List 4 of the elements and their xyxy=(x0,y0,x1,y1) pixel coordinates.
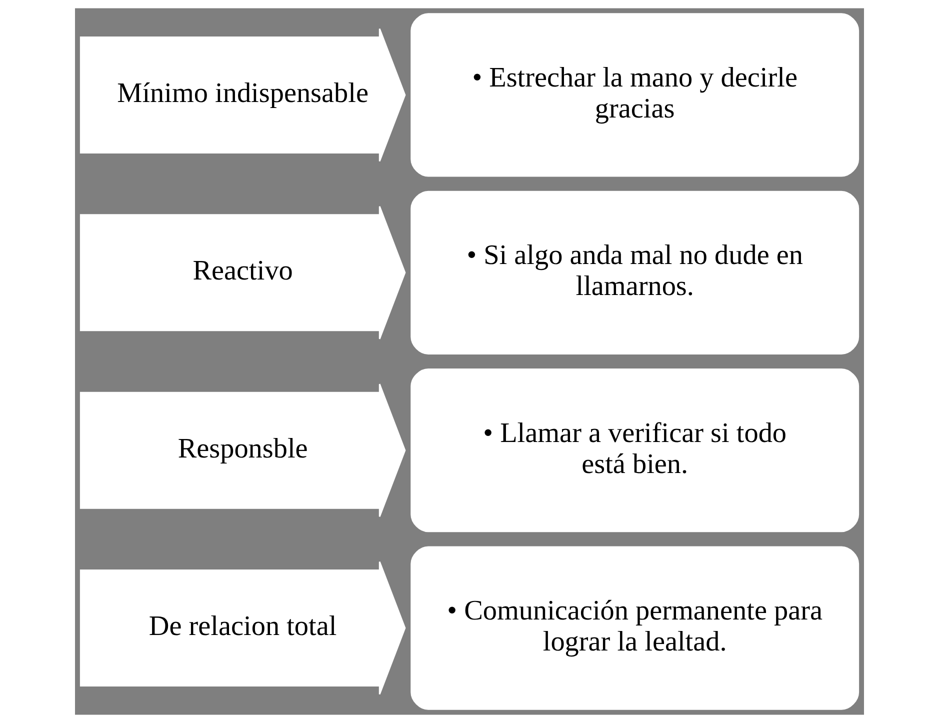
node-box: • Estrechar la mano y decirle gracias xyxy=(410,13,859,177)
node-box: • Comunicación permanente para lograr la lealtad. xyxy=(410,546,859,710)
node-box: • Llamar a verificar si todo está bien. xyxy=(410,368,859,532)
node-box: • Si algo anda mal no dude en llamarnos. xyxy=(410,190,859,354)
